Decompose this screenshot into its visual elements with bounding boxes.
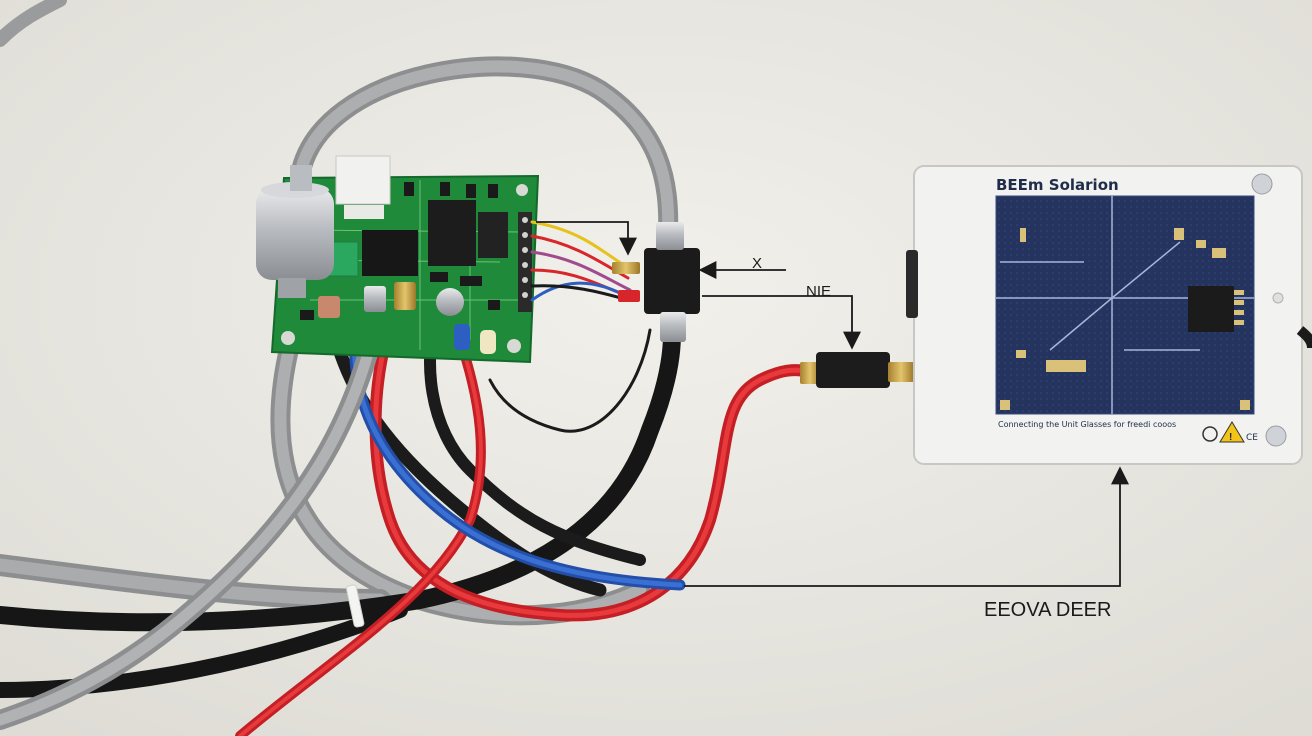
x-label: X: [752, 255, 762, 272]
svg-text:!: !: [1229, 432, 1232, 443]
device-footnote: Connecting the Unit Glasses for freedi c…: [998, 420, 1176, 429]
white-connector: [335, 155, 391, 205]
device-chip: [1188, 286, 1234, 332]
inline-connector: [800, 352, 914, 388]
screw-icon: [1265, 425, 1287, 447]
board-wire-connectors: [318, 282, 496, 354]
gray-cable-front: [0, 290, 390, 730]
device-brand-label: BEEm Solarion: [996, 176, 1119, 194]
ic-chip: [428, 200, 476, 266]
white-device-enclosure: BEEm Solarion Connecting the Unit Glasse…: [906, 165, 1312, 465]
ce-mark: CE: [1246, 433, 1258, 443]
junction-connector: [612, 222, 700, 342]
relay-component: [362, 230, 418, 276]
bottom-label: EEOVA DEER: [984, 599, 1111, 621]
warning-triangle-icon: !: [1219, 421, 1245, 443]
metal-capacitor: [256, 165, 334, 298]
cable-tie: [346, 584, 365, 628]
screw-icon: [1251, 173, 1273, 195]
annotation-lines: [536, 221, 1129, 587]
nie-label: NIE: [806, 283, 831, 300]
